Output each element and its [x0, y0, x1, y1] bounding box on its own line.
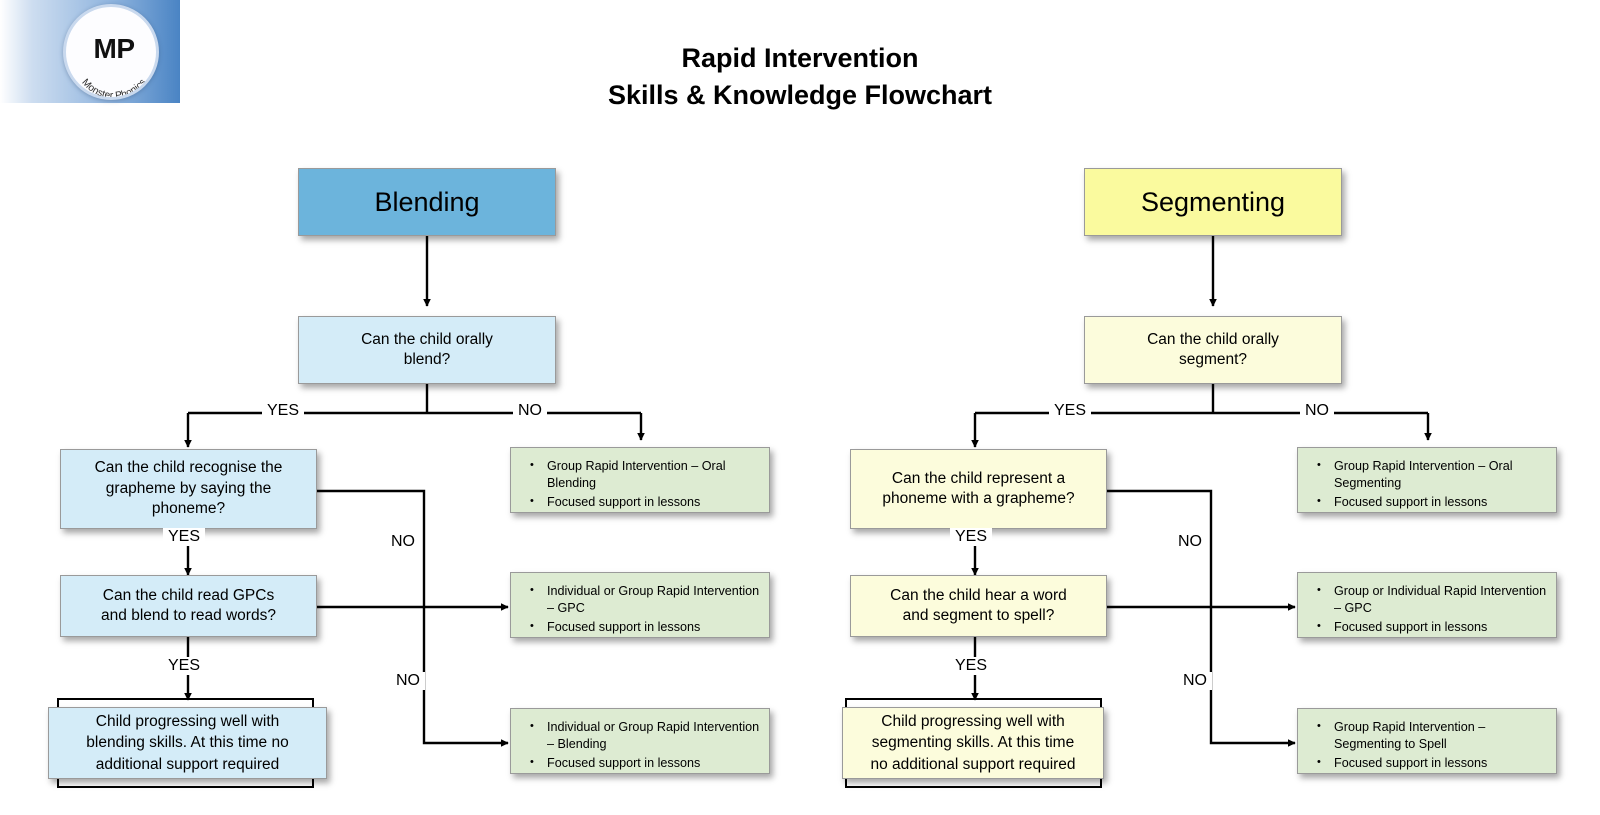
edge-label-segmenting-q1-yes: YES: [1049, 402, 1092, 420]
action-blending-blending: Individual or Group Rapid Intervention –…: [510, 708, 770, 774]
action-segmenting-spell: Group Rapid Intervention – Segmenting to…: [1297, 708, 1557, 774]
brand-banner: MP Monster Phonics: [0, 0, 180, 103]
terminal-segmenting-progressing: Child progressing well with segmenting s…: [842, 707, 1104, 779]
action-item: Group Rapid Intervention – Oral Segmenti…: [1317, 458, 1548, 493]
question-segmenting-oral-segment: Can the child orally segment?: [1084, 316, 1342, 384]
action-item: Focused support in lessons: [1317, 619, 1548, 636]
action-blending-gpc: Individual or Group Rapid Intervention –…: [510, 572, 770, 638]
edge-label-segmenting-q2-no: NO: [1173, 533, 1207, 551]
question-blending-recognise-grapheme: Can the child recognise the grapheme by …: [60, 449, 317, 529]
question-blending-read-gpcs: Can the child read GPCs and blend to rea…: [60, 575, 317, 637]
monster-phonics-logo-icon: MP Monster Phonics: [63, 4, 159, 100]
edge-label-blending-q2-yes: YES: [163, 528, 206, 546]
action-item: Group Rapid Intervention – Oral Blending: [530, 458, 761, 493]
action-item: Group or Individual Rapid Intervention –…: [1317, 583, 1548, 618]
action-blending-oral: Group Rapid Intervention – Oral Blending…: [510, 447, 770, 513]
action-segmenting-gpc: Group or Individual Rapid Intervention –…: [1297, 572, 1557, 638]
question-segmenting-hear-word: Can the child hear a word and segment to…: [850, 575, 1107, 637]
logo-initials: MP: [93, 33, 136, 64]
edge-label-segmenting-q3-no: NO: [1178, 672, 1212, 690]
edge-label-blending-q3-no: NO: [391, 672, 425, 690]
edge-label-segmenting-q2-yes: YES: [950, 528, 993, 546]
action-item: Focused support in lessons: [530, 494, 761, 511]
edge-label-segmenting-q3-yes: YES: [950, 657, 993, 675]
column-header-blending: Blending: [298, 168, 556, 236]
action-item: Focused support in lessons: [530, 619, 761, 636]
action-item: Group Rapid Intervention – Segmenting to…: [1317, 719, 1548, 754]
action-item: Focused support in lessons: [530, 755, 761, 772]
question-blending-oral-blend: Can the child orally blend?: [298, 316, 556, 384]
action-item: Individual or Group Rapid Intervention –…: [530, 583, 761, 618]
action-item: Focused support in lessons: [1317, 755, 1548, 772]
column-header-segmenting: Segmenting: [1084, 168, 1342, 236]
action-segmenting-oral: Group Rapid Intervention – Oral Segmenti…: [1297, 447, 1557, 513]
terminal-blending-progressing: Child progressing well with blending ski…: [48, 707, 327, 779]
action-item: Focused support in lessons: [1317, 494, 1548, 511]
edge-label-blending-q1-yes: YES: [262, 402, 305, 420]
edge-label-blending-q3-yes: YES: [163, 657, 206, 675]
edge-label-blending-q2-no: NO: [386, 533, 420, 551]
logo-wordmark: Monster Phonics: [66, 65, 156, 97]
edge-label-blending-q1-no: NO: [513, 402, 547, 420]
action-item: Individual or Group Rapid Intervention –…: [530, 719, 761, 754]
edge-label-segmenting-q1-no: NO: [1300, 402, 1334, 420]
question-segmenting-represent-phoneme: Can the child represent a phoneme with a…: [850, 449, 1107, 529]
page-title: Rapid Intervention Skills & Knowledge Fl…: [607, 43, 993, 110]
